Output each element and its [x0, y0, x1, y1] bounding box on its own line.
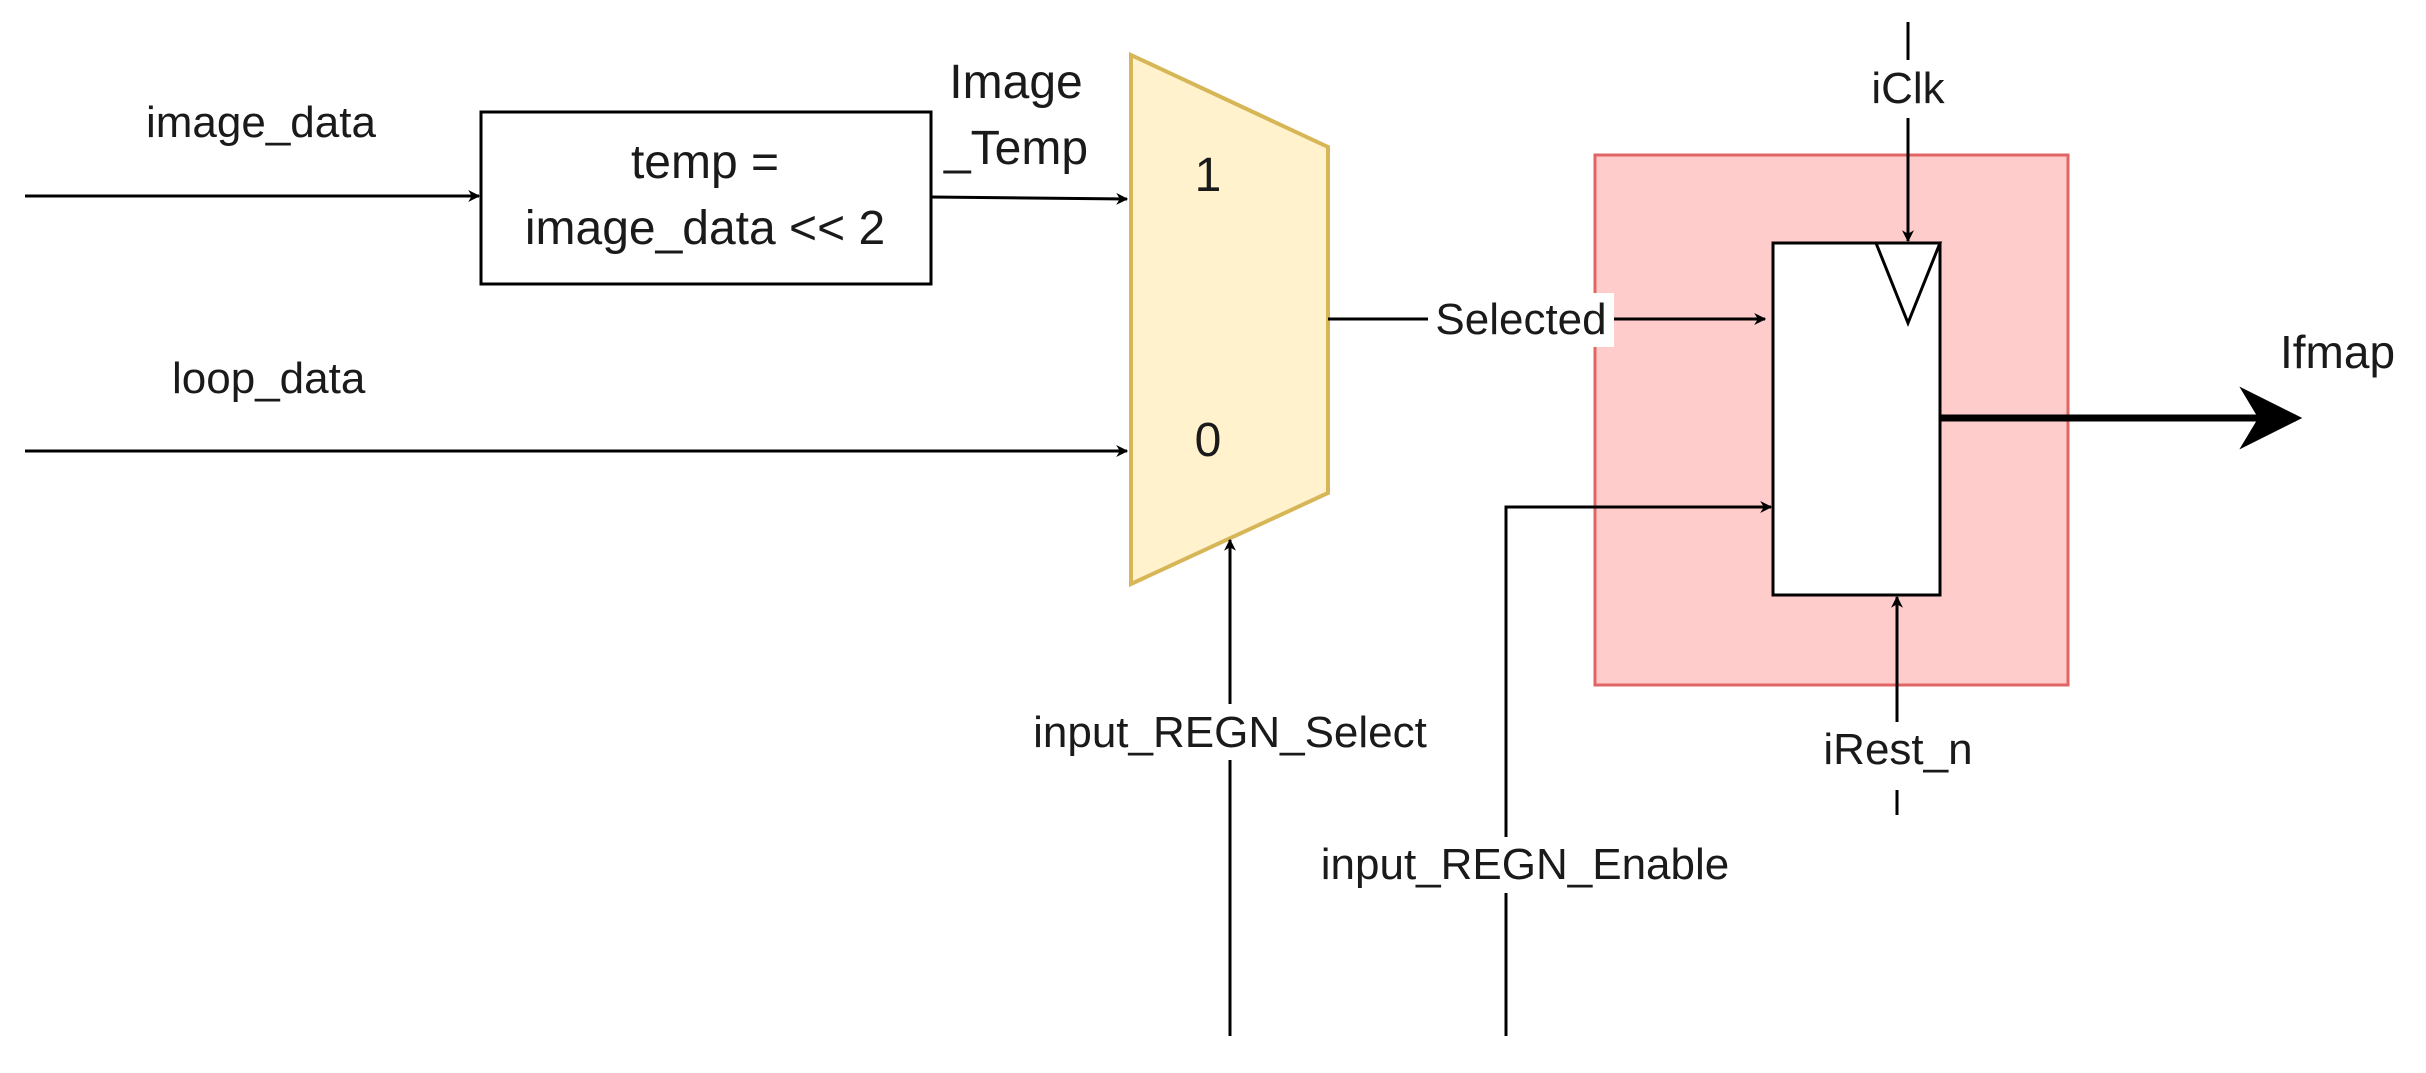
loop-data-label: loop_data — [172, 354, 366, 403]
shift-block-line2: image_data << 2 — [525, 202, 885, 255]
mux-input-0-label: 0 — [1195, 414, 1222, 467]
select-label-bg — [1018, 704, 1442, 760]
image-temp-label-line2: _Temp — [943, 122, 1088, 175]
iclk-label: iClk — [1871, 64, 1945, 113]
input-regn-select-label: input_REGN_Select — [1033, 708, 1427, 757]
image-temp-label-line1: Image — [949, 56, 1082, 109]
mux-shape — [1129, 51, 1330, 588]
image-data-label: image_data — [146, 98, 376, 147]
shift-block — [479, 110, 933, 286]
mux-input-1-label: 1 — [1195, 149, 1222, 202]
shift-block-line1: temp = — [631, 136, 779, 189]
ifmap-label: Ifmap — [2280, 326, 2395, 378]
clock-triangle-icon — [1873, 241, 1943, 328]
iclk-label-bg — [1866, 62, 1950, 116]
irest-n-label: iRest_n — [1823, 725, 1972, 774]
input-regn-enable-label: input_REGN_Enable — [1321, 840, 1729, 889]
selected-label: Selected — [1435, 295, 1606, 344]
image-temp-wire — [930, 192, 1129, 205]
irest-label-bg — [1816, 722, 1980, 788]
selected-label-bg — [1428, 293, 1614, 347]
enable-label-bg — [1308, 837, 1742, 893]
